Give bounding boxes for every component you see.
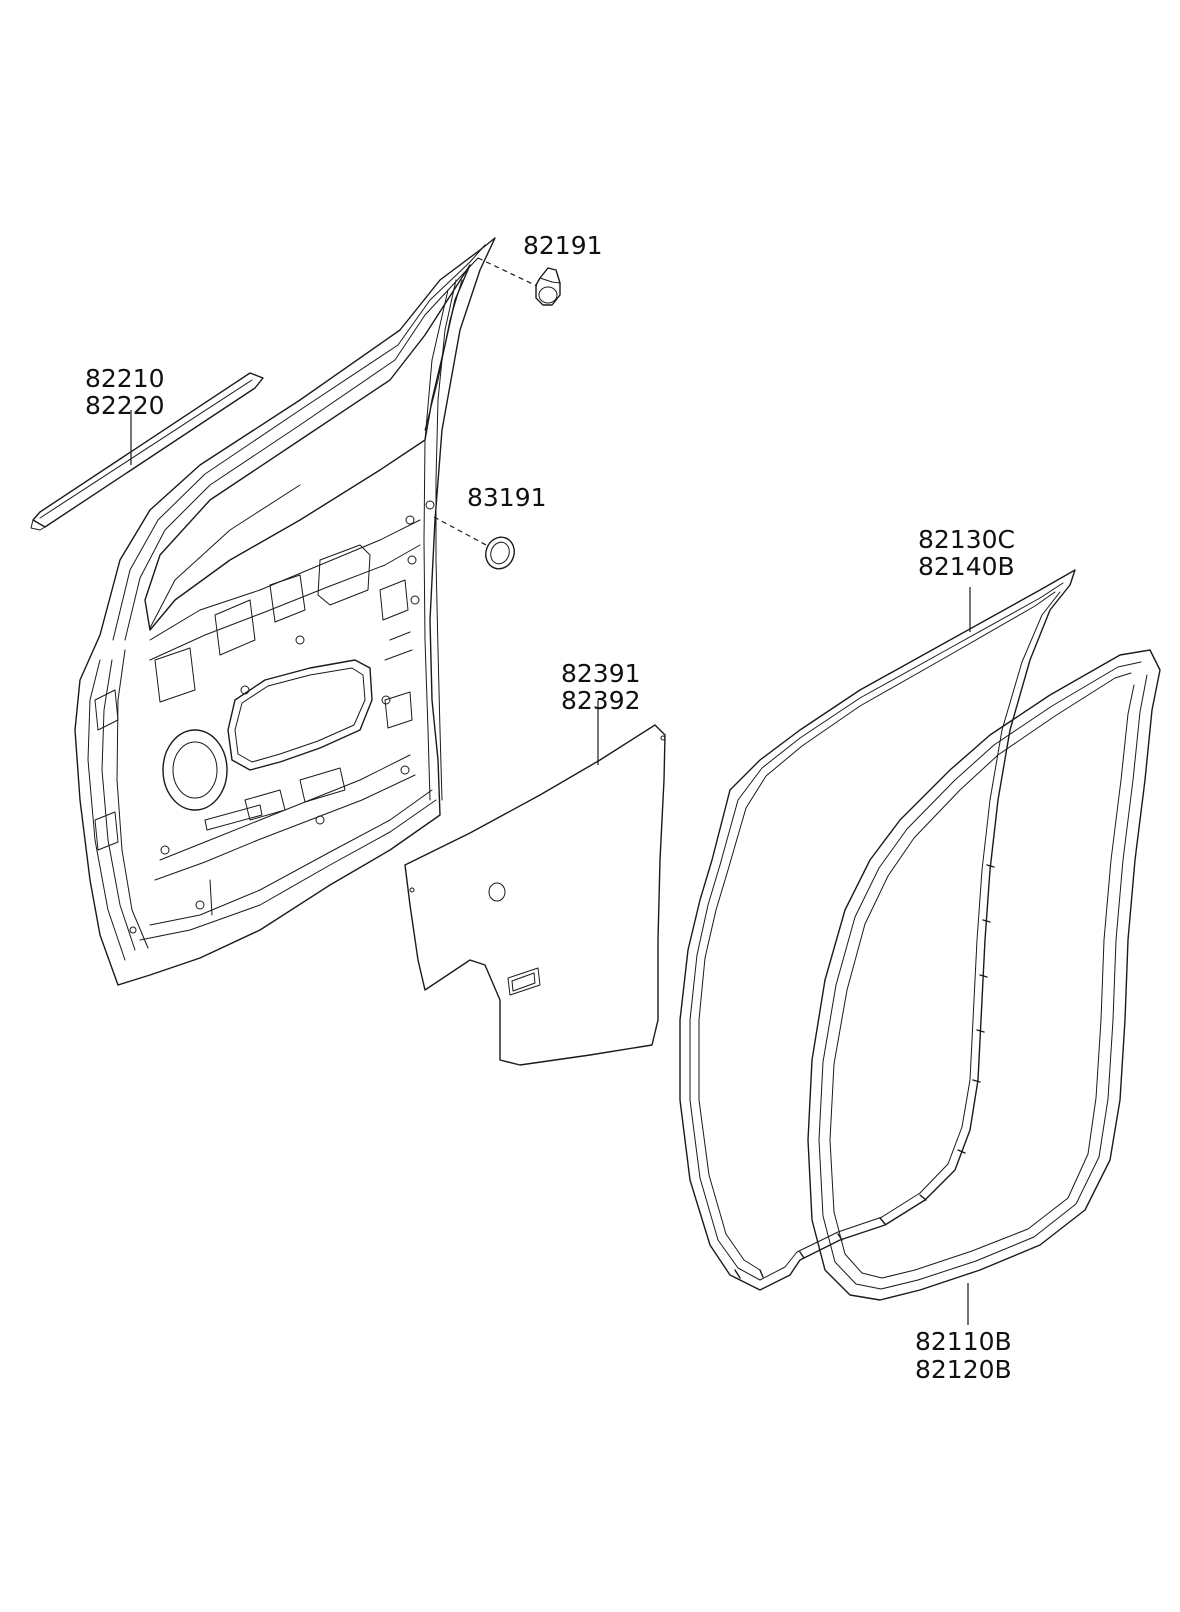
part-label-82391: 82391 — [561, 659, 641, 688]
grommet-83191 — [485, 536, 515, 570]
part-label-82120B: 82120B — [915, 1355, 1012, 1384]
leader-82191-dashed — [477, 257, 538, 287]
leader-83191-dashed — [433, 516, 489, 547]
body-side-weatherstrip-82110 — [807, 649, 1161, 1301]
door-weatherstrip-82130 — [679, 569, 1076, 1291]
door-panel-shell — [74, 237, 496, 986]
part-label-82130C: 82130C — [918, 525, 1015, 554]
part-label-82392: 82392 — [561, 686, 641, 715]
part-label-82210: 82210 — [85, 364, 165, 393]
part-label-82191: 82191 — [523, 231, 603, 260]
door-belt-moulding — [30, 372, 264, 531]
part-label-82220: 82220 — [85, 391, 165, 420]
door-trim-shield — [404, 724, 666, 1066]
plug-82191 — [535, 267, 561, 306]
part-label-83191: 83191 — [467, 483, 547, 512]
part-label-82110B: 82110B — [915, 1327, 1012, 1356]
part-label-82140B: 82140B — [918, 552, 1015, 581]
